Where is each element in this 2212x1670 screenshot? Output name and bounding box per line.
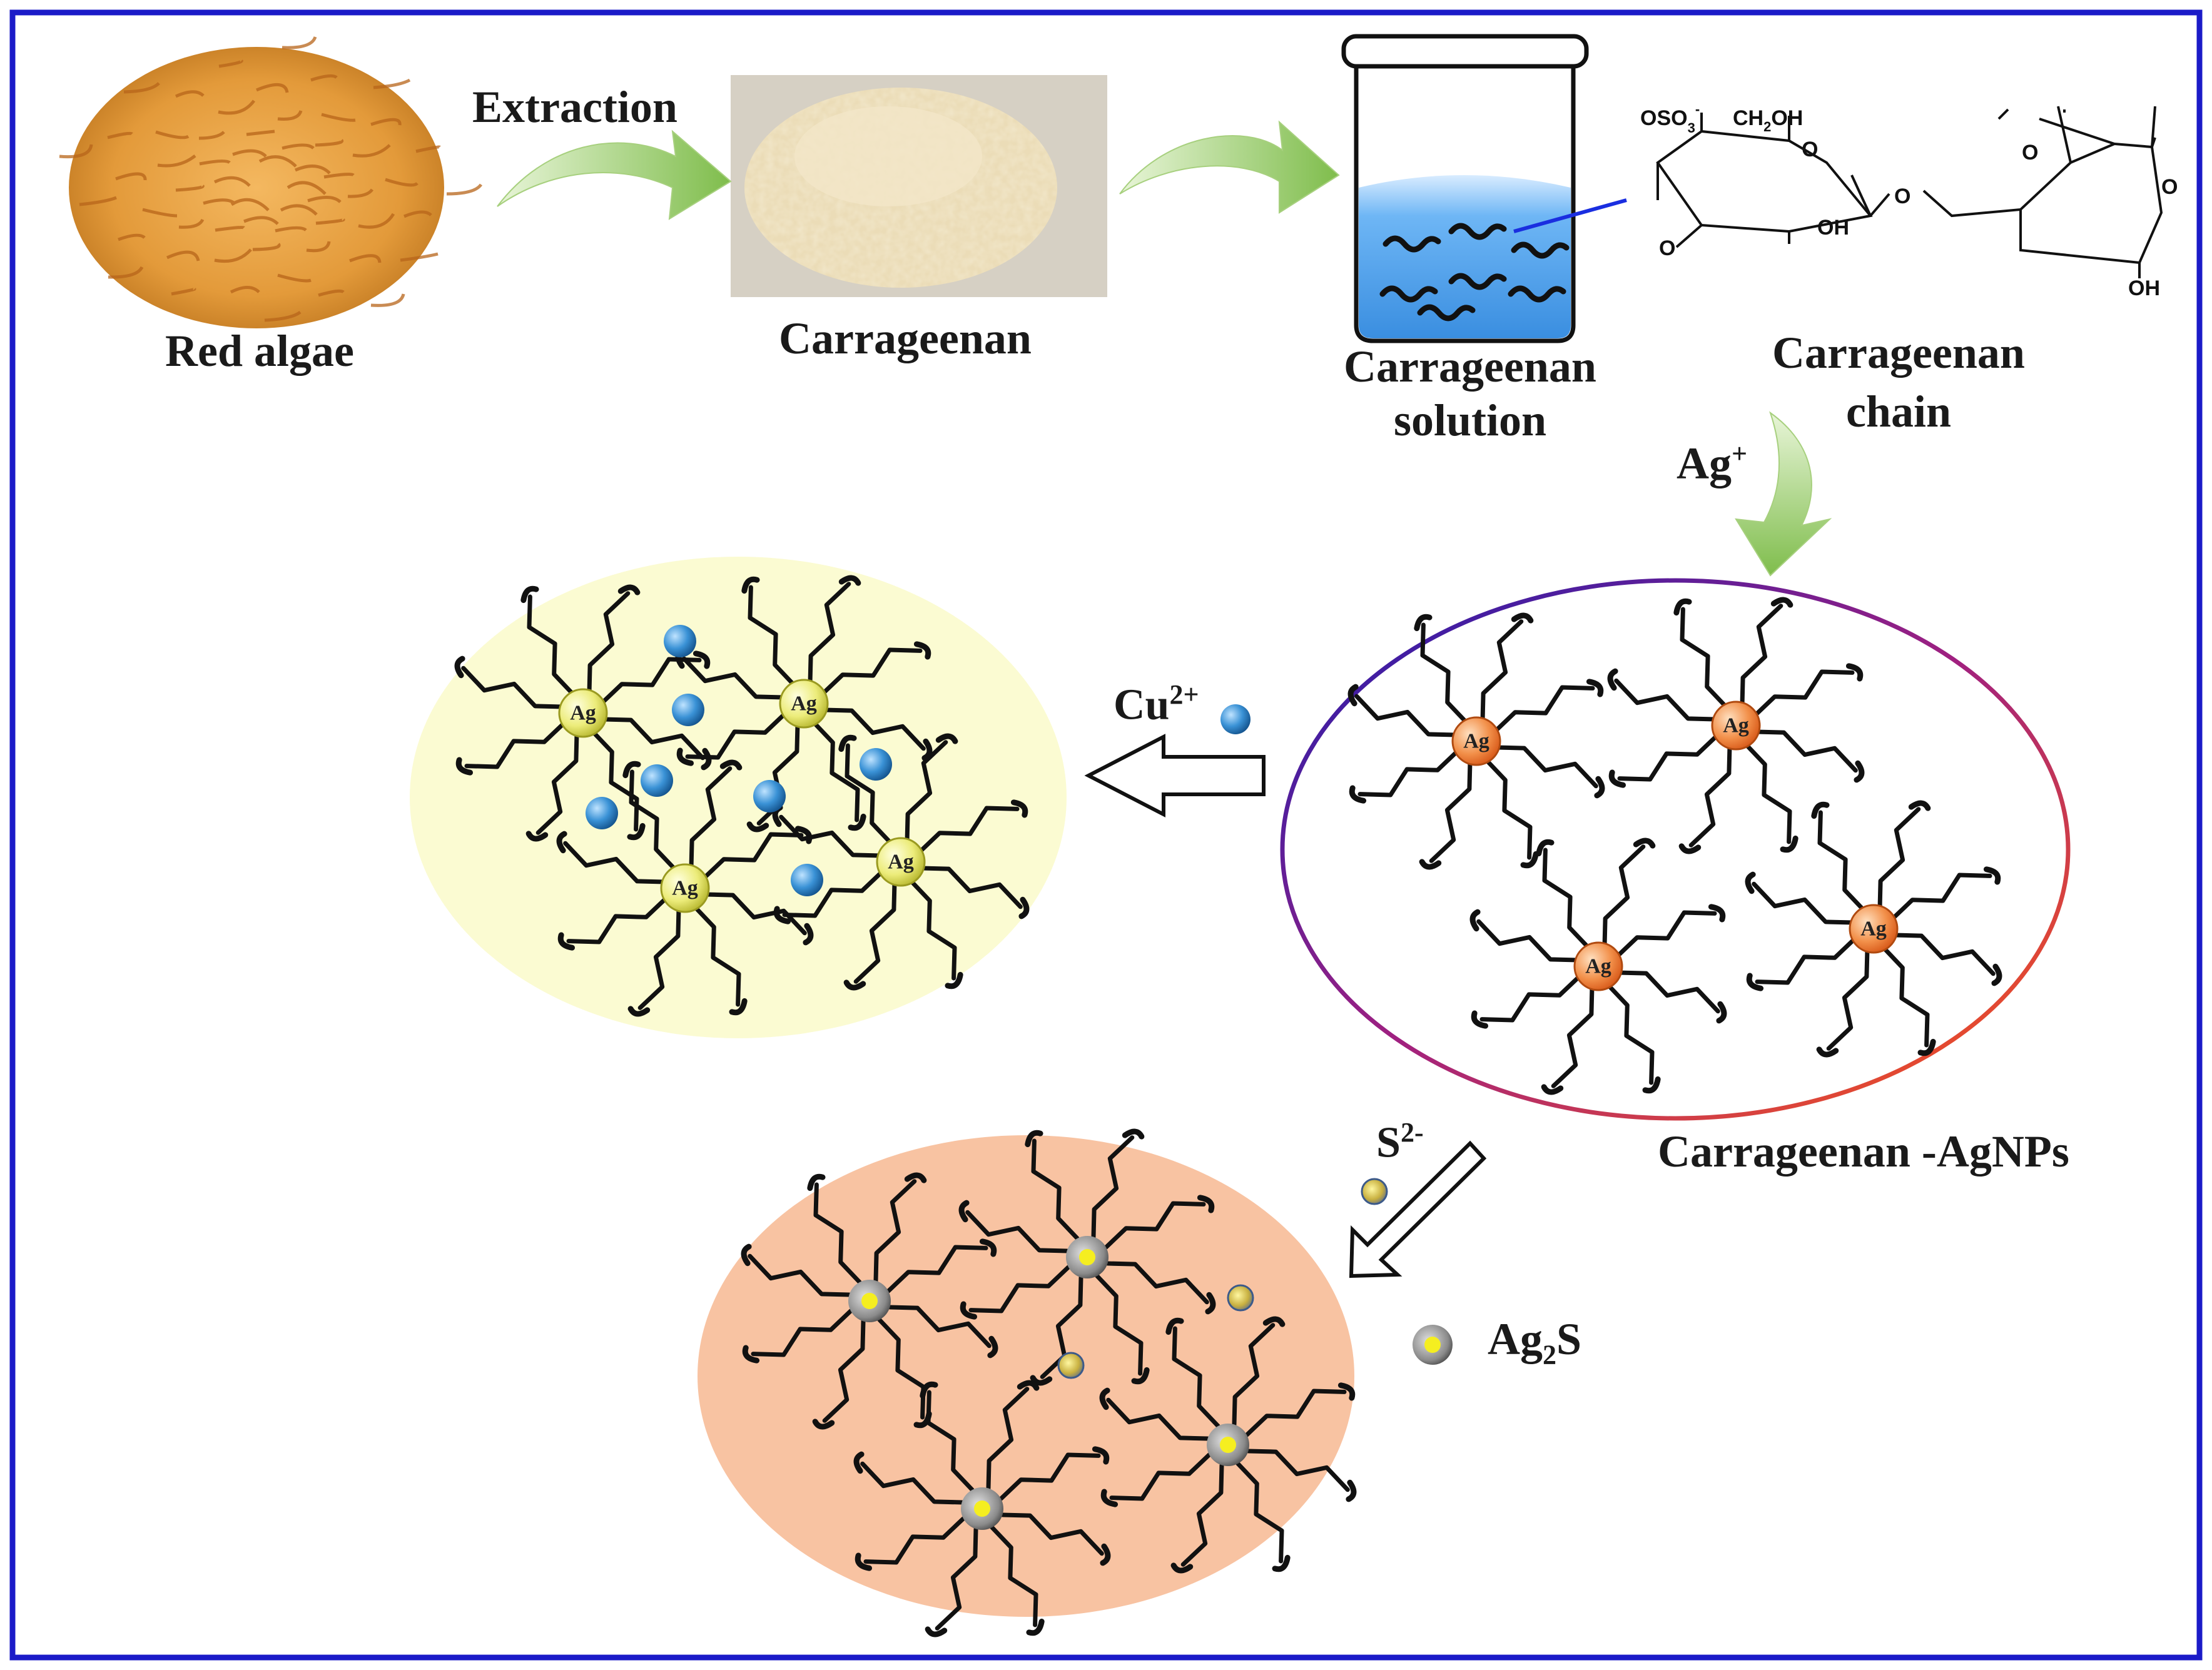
particle-label: Ag [1723, 714, 1749, 737]
particle-label: Ag [570, 702, 596, 725]
cu-ion-label: Cu2+ [1114, 679, 1199, 729]
svg-text:CH2OH: CH2OH [1733, 106, 1803, 134]
extraction-arrow [497, 129, 732, 220]
ag-ion-label: Ag+ [1677, 438, 1748, 488]
ag-yellow-nanoparticle: Ag [772, 733, 1030, 991]
particle-label: Ag [791, 692, 817, 716]
sulfide-ion [1057, 1352, 1085, 1379]
svg-text:O: O [1802, 138, 1818, 161]
ag2s-nanoparticle [1099, 1316, 1357, 1574]
extraction-label: Extraction [472, 82, 677, 132]
ag-yellow-nanoparticle: Ag [675, 575, 933, 832]
particle-label: Ag [1860, 918, 1887, 941]
particle-label: Ag [888, 851, 914, 874]
sulfide-ion-icon [1361, 1178, 1388, 1205]
ag-yellow-nanoparticle: Ag [556, 759, 814, 1017]
ag2s-nanoparticle [853, 1380, 1111, 1637]
svg-text:OSO3-: OSO3- [1640, 101, 1700, 136]
ag-orange-nanoparticle: Ag [1745, 800, 2002, 1058]
svg-text:OH: OH [2128, 276, 2160, 300]
svg-text:O: O [1894, 185, 1910, 208]
particle-label: Ag [1585, 955, 1611, 978]
particle-label: Ag [1463, 730, 1489, 753]
ag2s-ellipse [698, 1135, 1354, 1617]
svg-text:O: O [1659, 236, 1675, 260]
chain-atom-labels: OSO3- CH2OH O OH O O O OH O [1640, 101, 2178, 300]
ag2s-nanoparticle [958, 1128, 1216, 1386]
carrageenan-agnps-ellipse [1280, 578, 2071, 1121]
ag-orange-nanoparticle: Ag [1347, 612, 1605, 870]
dissolve-arrow [1119, 120, 1340, 214]
ag2s-label: Ag2S [1488, 1314, 1582, 1370]
svg-text:OH: OH [1817, 216, 1849, 240]
cu-ion [791, 864, 823, 896]
s-ion-arrow [1349, 1140, 1487, 1278]
frame [9, 9, 2203, 1661]
svg-text:O: O [2161, 175, 2178, 199]
cu-ion [753, 780, 786, 812]
red-algae-label: Red algae [165, 326, 354, 376]
ag2s-legend-icon [1413, 1325, 1453, 1365]
cu-ion [672, 694, 704, 726]
solution-beaker [1341, 34, 1627, 343]
red-algae-image [59, 36, 483, 328]
cu-ion [641, 764, 673, 797]
cu-ion [664, 625, 696, 657]
cu-arrow [1084, 734, 1266, 817]
svg-text:O: O [2022, 141, 2038, 164]
carrageenan-powder-image [731, 75, 1107, 297]
sulfide-ion-label: S2- [1376, 1117, 1424, 1167]
particle-label: Ag [672, 877, 698, 900]
sulfide-ion [1227, 1284, 1254, 1312]
cu-ion-icon [1220, 704, 1251, 734]
cu-aggregation-ellipse [410, 557, 1067, 1038]
carrageenan-chain-structure [1656, 106, 2163, 278]
ag2s-clusters [741, 1128, 1357, 1637]
ag-yellow-nanoparticle: Ag [454, 584, 712, 842]
ag-orange-nanoparticle: Ag [1607, 597, 1865, 854]
cu-ion [860, 748, 892, 781]
carrageenan-label: Carrageenan [779, 313, 1032, 363]
ag-orange-nanoparticle: Ag [1469, 838, 1727, 1095]
cu-ion [586, 797, 618, 829]
ag-ion-arrow [1735, 411, 1832, 577]
carrageenan-agnps-label: Carrageenan -AgNPs [1658, 1126, 2069, 1177]
